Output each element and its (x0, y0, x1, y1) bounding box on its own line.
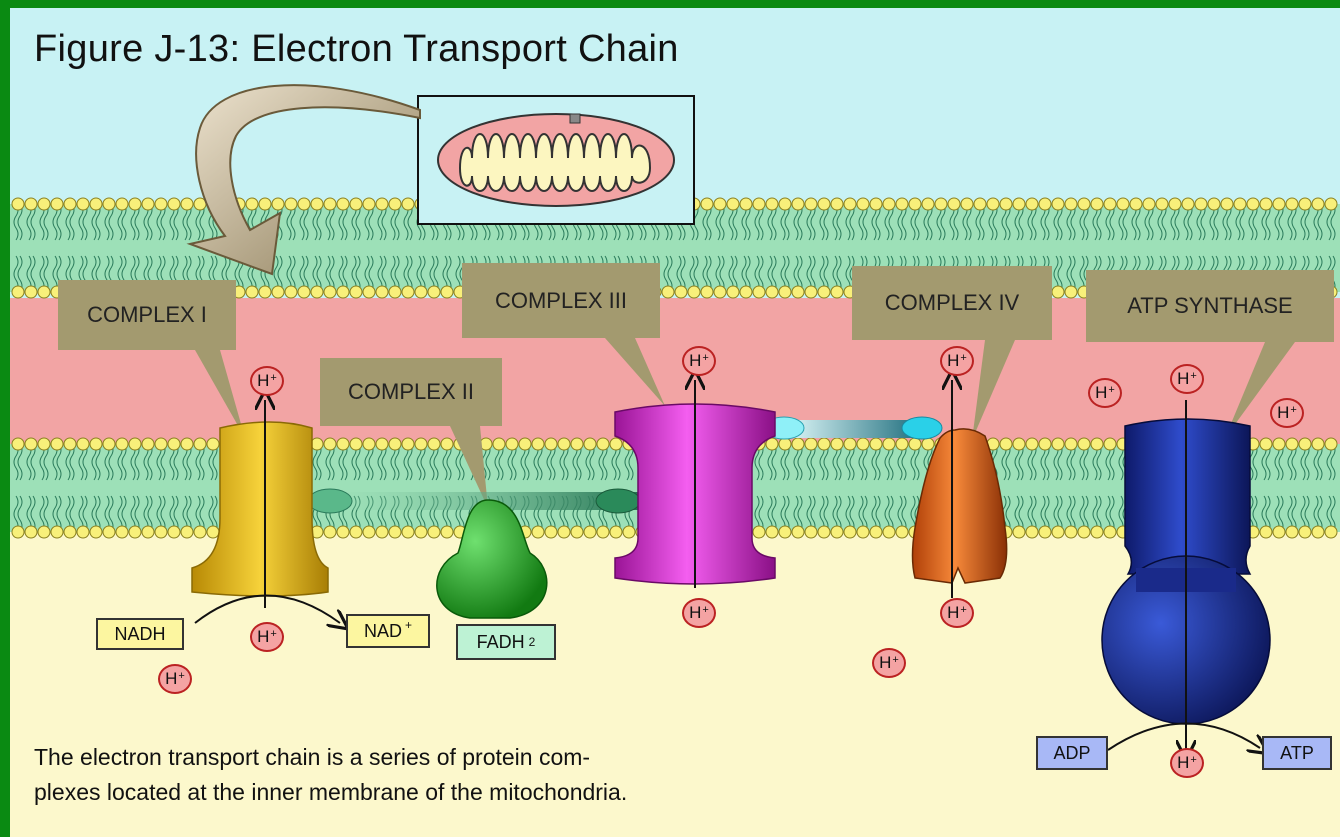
proton-charge: + (1290, 404, 1296, 416)
proton-marker: H+ (940, 598, 974, 628)
nad-box: NAD+ (346, 614, 430, 648)
proton-symbol: H (689, 351, 701, 371)
proton-marker: H+ (250, 622, 284, 652)
proton-marker: H+ (1170, 748, 1204, 778)
nadh-box: NADH (96, 618, 184, 650)
fadh-subscript: 2 (529, 635, 536, 649)
proton-symbol: H (879, 653, 891, 673)
figure-title: Figure J-13: Electron Transport Chain (34, 28, 679, 71)
complex-iii-label: COMPLEX III (462, 263, 660, 338)
proton-symbol: H (165, 669, 177, 689)
fadh2-box: FADH 2 (456, 624, 556, 660)
proton-symbol: H (257, 371, 269, 391)
proton-charge: + (1108, 384, 1114, 396)
nadh-text: NADH (114, 624, 165, 645)
proton-marker: H+ (872, 648, 906, 678)
proton-symbol: H (689, 603, 701, 623)
figure-caption: The electron transport chain is a series… (34, 740, 1014, 810)
proton-charge: + (270, 628, 276, 640)
proton-marker: H+ (1088, 378, 1122, 408)
mitochondrion-inset (418, 96, 694, 224)
nad-text: NAD (364, 621, 402, 642)
proton-marker: H+ (1270, 398, 1304, 428)
proton-marker: H+ (682, 598, 716, 628)
proton-charge: + (892, 654, 898, 666)
proton-symbol: H (1277, 403, 1289, 423)
proton-charge: + (702, 352, 708, 364)
complex-ii-label: COMPLEX II (320, 358, 502, 426)
proton-symbol: H (257, 627, 269, 647)
complex-iv-callout-tail (972, 340, 1015, 440)
proton-marker: H+ (158, 664, 192, 694)
proton-charge: + (702, 604, 708, 616)
diagram-canvas: Figure J-13: Electron Transport Chain CO… (10, 8, 1340, 837)
caption-line-1: The electron transport chain is a series… (34, 740, 1014, 775)
proton-symbol: H (1095, 383, 1107, 403)
nad-charge: + (405, 618, 412, 632)
proton-symbol: H (947, 351, 959, 371)
proton-charge: + (960, 604, 966, 616)
fadh-text: FADH (477, 632, 525, 653)
adp-box: ADP (1036, 736, 1108, 770)
atp-synthase-label: ATP SYNTHASE (1086, 270, 1334, 342)
caption-line-2: plexes located at the inner membrane of … (34, 775, 1014, 810)
diagram-graphics (10, 8, 1340, 837)
complex-iv-label: COMPLEX IV (852, 266, 1052, 340)
proton-symbol: H (1177, 753, 1189, 773)
proton-marker: H+ (682, 346, 716, 376)
cytochrome-c-carrier (764, 417, 942, 439)
proton-marker: H+ (1170, 364, 1204, 394)
proton-marker: H+ (250, 366, 284, 396)
proton-charge: + (960, 352, 966, 364)
proton-symbol: H (1177, 369, 1189, 389)
proton-charge: + (1190, 370, 1196, 382)
complex-iii-callout-tail (605, 338, 665, 406)
proton-charge: + (1190, 754, 1196, 766)
complex-i-label: COMPLEX I (58, 280, 236, 350)
proton-charge: + (178, 670, 184, 682)
proton-symbol: H (947, 603, 959, 623)
proton-charge: + (270, 372, 276, 384)
atp-box: ATP (1262, 736, 1332, 770)
proton-marker: H+ (940, 346, 974, 376)
